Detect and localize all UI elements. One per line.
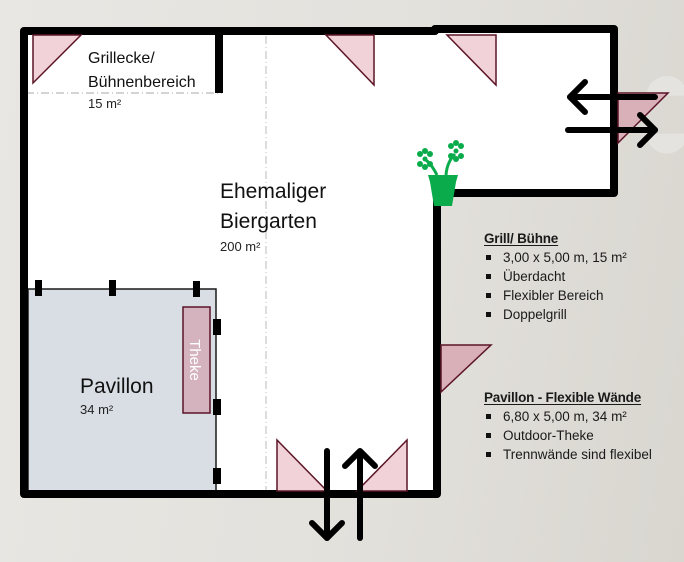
door-swing-east-wall [440,344,493,394]
wall-post [213,468,221,484]
list-item: 3,00 x 5,00 m, 15 m² [484,248,627,267]
wall-post [109,280,116,296]
wall-post [35,280,42,296]
grill-info-list: 3,00 x 5,00 m, 15 m² Überdacht Flexibler… [484,248,627,324]
pavillon-wall-posts [35,280,221,484]
biergarten-title-line2: Biergarten [220,210,317,233]
grill-title-line2: Bühnenbereich [88,74,196,91]
wall-post [193,281,200,297]
pavillon-info-list: 6,80 x 5,00 m, 34 m² Outdoor-Theke Trenn… [484,407,652,464]
list-item: Outdoor-Theke [484,426,652,445]
biergarten-title-line1: Ehemaliger [220,180,326,203]
entrance-bidirectional-arrows-icon [309,448,378,541]
wall-post [213,399,221,415]
list-item: Flexibler Bereich [484,286,627,305]
annex-floor [435,31,614,193]
door-swing-entrance-left [276,438,329,492]
theke-label: Theke [186,339,203,381]
grill-info-heading: Grill/ Bühne [484,231,559,246]
door-swing-entrance-right [355,438,408,492]
potted-plant-icon [417,140,464,206]
grill-info-block: Grill/ Bühne 3,00 x 5,00 m, 15 m² Überda… [484,229,627,324]
list-item: Doppelgrill [484,305,627,324]
door-swing-top-right [445,34,497,87]
biergarten-area: 200 m² [220,239,261,254]
grill-area: 15 m² [88,96,122,111]
pavillon-info-block: Pavillon - Flexible Wände 6,80 x 5,00 m,… [484,388,652,464]
pavillon-title: Pavillon [80,375,154,398]
door-swing-top-middle [324,34,375,87]
pavillon-info-heading: Pavillon - Flexible Wände [484,390,642,405]
list-item: Trennwände sind flexibel [484,445,652,464]
flower-right [448,140,464,162]
door-swing-grill [32,34,83,85]
side-bidirectional-arrows-icon [565,79,658,148]
wall-post [213,319,221,335]
grill-title-line1: Grillecke/ [88,50,155,67]
outer-wall [20,25,618,498]
theke-counter [182,306,211,414]
list-item: Überdacht [484,267,627,286]
list-item: 6,80 x 5,00 m, 34 m² [484,407,652,426]
pavillon-area: 34 m² [80,402,114,417]
flower-left [417,148,433,170]
